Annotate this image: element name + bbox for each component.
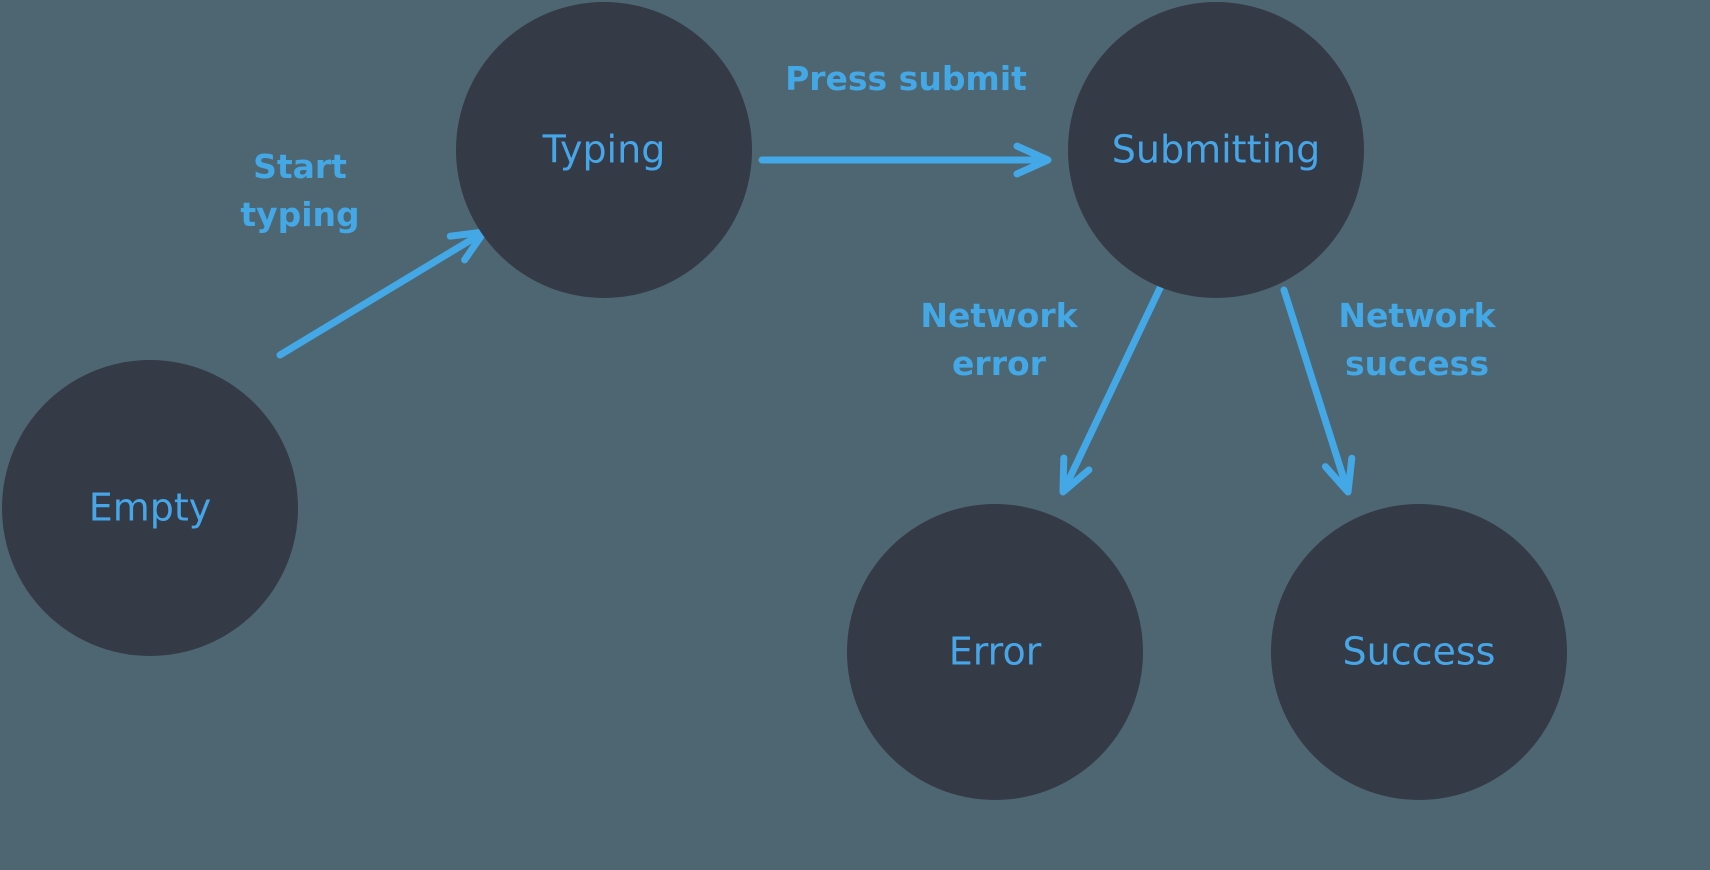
edge-label-line: Network xyxy=(1338,296,1496,335)
edge-press-submit xyxy=(758,142,1052,178)
arrowhead-icon xyxy=(1013,142,1052,178)
edges-group xyxy=(276,142,1356,496)
edge-label-network-error: Network error xyxy=(920,296,1078,383)
state-node-label: Submitting xyxy=(1112,128,1320,172)
state-node-label: Typing xyxy=(542,128,666,172)
state-node-label: Empty xyxy=(89,486,212,530)
edge-label-line: error xyxy=(952,344,1047,383)
state-node-submitting[interactable]: Submitting xyxy=(1068,2,1364,298)
edge-label-line: Press submit xyxy=(785,59,1027,98)
state-node-error[interactable]: Error xyxy=(847,504,1143,800)
edge-network-error xyxy=(1059,284,1164,496)
edge-label-press-submit: Press submit xyxy=(785,59,1027,98)
state-node-empty[interactable]: Empty xyxy=(2,360,298,656)
edge-line xyxy=(1061,284,1164,492)
state-node-circle[interactable] xyxy=(1068,2,1364,298)
edge-label-line: Start xyxy=(253,147,347,186)
state-node-circle[interactable] xyxy=(2,360,298,656)
state-node-circle[interactable] xyxy=(1271,504,1567,800)
state-node-typing[interactable]: Typing xyxy=(456,2,752,298)
state-node-circle[interactable] xyxy=(847,504,1143,800)
arrowhead-icon xyxy=(1321,454,1356,496)
edge-start-typing xyxy=(276,228,488,359)
edge-line xyxy=(1280,286,1351,492)
state-node-label: Success xyxy=(1343,630,1496,674)
edge-label-line: Network xyxy=(920,296,1078,335)
edge-line xyxy=(276,230,485,359)
arrowhead-icon xyxy=(1059,454,1093,496)
state-node-success[interactable]: Success xyxy=(1271,504,1567,800)
edge-label-line: typing xyxy=(240,195,359,234)
state-node-circle[interactable] xyxy=(456,2,752,298)
edge-label-start-typing: Start typing xyxy=(240,147,359,234)
edge-label-network-success: Network success xyxy=(1338,296,1496,383)
state-node-label: Error xyxy=(949,630,1042,674)
edge-label-line: success xyxy=(1345,344,1489,383)
edge-network-success xyxy=(1280,286,1356,496)
